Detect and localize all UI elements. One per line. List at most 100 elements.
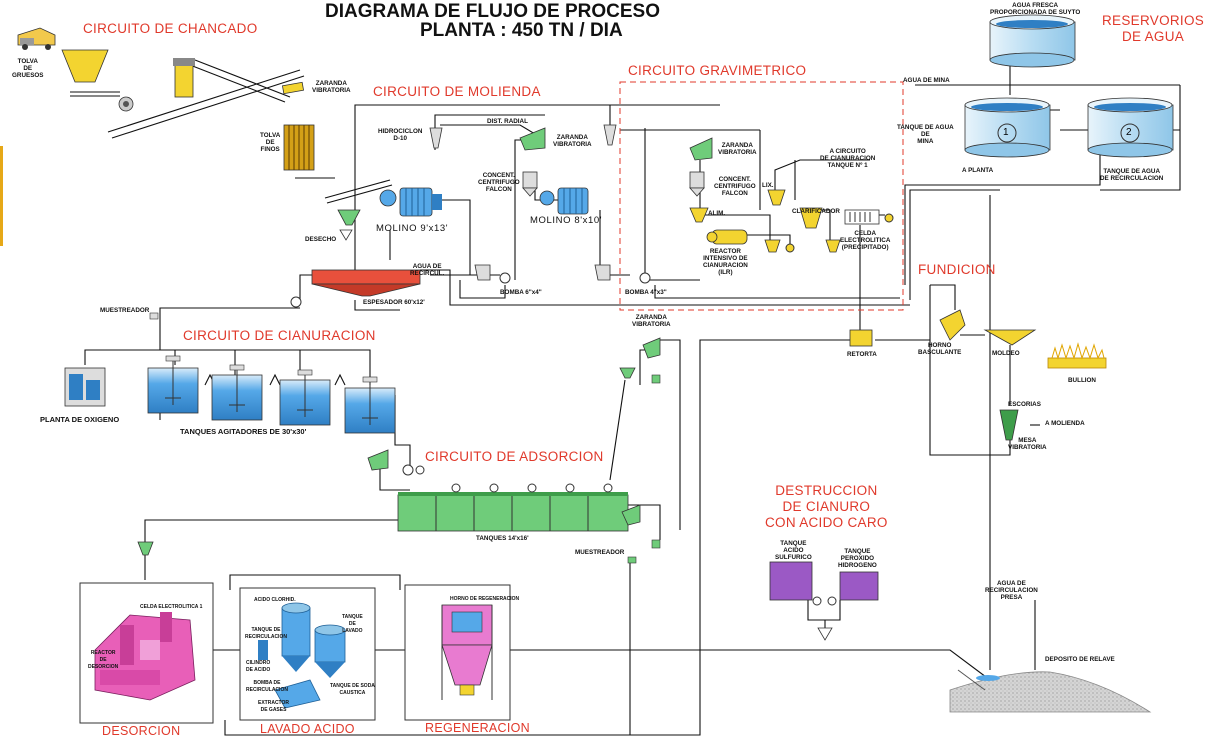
- reactor-ilr: [706, 229, 748, 245]
- blank-panel: [0, 142, 258, 262]
- label-tanque-soda: TANQUE DE SODA CAUSTICA: [330, 683, 375, 696]
- panel-edge: [0, 146, 3, 246]
- hidrociclon-1: [429, 127, 443, 149]
- label-agua-fresca: AGUA FRESCA PROPORCIONADA DE SUYTO: [990, 2, 1081, 16]
- label-falcon-1: CONCENT. CENTRIFUGO FALCON: [478, 172, 520, 193]
- label-celda-electro: CELDA ELECTROLITICA 1: [140, 604, 203, 610]
- label-lix: LIX.: [762, 182, 774, 189]
- zaranda-ads-2: [621, 504, 641, 526]
- moldeo: [983, 329, 1037, 346]
- muestreador-2-box: [627, 556, 637, 564]
- label-zaranda-2: ZARANDA VIBRATORIA: [553, 134, 592, 148]
- label-zaranda-3: ZARANDA VIBRATORIA: [718, 142, 757, 156]
- label-hidrociclon: HIDROCICLON D-10: [378, 128, 423, 142]
- reservoir-1: [964, 97, 1051, 158]
- label-a-circuito-cian: A CIRCUITO DE CIANURACION TANQUE Nº 1: [820, 148, 876, 169]
- section-chancado: CIRCUITO DE CHANCADO: [83, 21, 258, 36]
- planta-oxigeno: [64, 367, 106, 407]
- lix-cone: [767, 189, 786, 206]
- mesa-vibratoria: [999, 409, 1019, 441]
- sump-1: [474, 264, 491, 281]
- sump-2: [594, 264, 611, 281]
- label-zaranda-4: ZARANDA VIBRATORIA: [632, 314, 671, 328]
- desecho-cone: [337, 209, 361, 226]
- label-acido-clorhid: ACIDO CLORHID.: [254, 597, 296, 603]
- section-desorcion: DESORCION: [102, 724, 181, 738]
- lavado-equipment: [258, 602, 346, 709]
- zaranda-3: [689, 137, 713, 161]
- muestreador-1-box: [149, 312, 159, 320]
- reservoir-fresca: [989, 14, 1076, 68]
- label-horno-regen: HORNO DE REGENERACION: [450, 596, 520, 602]
- label-a-molienda: A MOLIENDA: [1045, 420, 1085, 427]
- tank-agitador-2: [211, 364, 263, 421]
- label-muestreador-1: MUESTREADOR: [100, 307, 150, 314]
- label-desecho: DESECHO: [305, 236, 337, 243]
- label-tanque-lavado: TANQUE DE LAVADO: [342, 614, 363, 634]
- espesador: [290, 269, 421, 308]
- reservoir-2: [1087, 97, 1174, 158]
- label-alim: ALIM.: [708, 210, 726, 217]
- diagram-title-line2: PLANTA : 450 TN / DIA: [420, 20, 623, 41]
- zaranda-4: [642, 337, 661, 359]
- label-planta-oxigeno: PLANTA DE OXIGENO: [40, 415, 120, 424]
- label-espesador: ESPESADOR 60'x12': [363, 299, 425, 306]
- truck-icon: [17, 27, 56, 50]
- tank-agitador-1: [147, 355, 199, 414]
- section-fundicion: FUNDICION: [918, 262, 996, 277]
- label-bomba-recirc: BOMBA DE RECIRCULACION: [246, 680, 288, 693]
- label-mesa-vib: MESA VIBRATORIA: [1008, 437, 1047, 451]
- label-celda: CELDA ELECTROLITICA (PRECIPITADO): [840, 230, 891, 251]
- label-horno: HORNO BASCULANTE: [918, 342, 962, 356]
- tolva-gruesos: [61, 49, 109, 83]
- label-molino-2: MOLINO 8'x10': [530, 215, 603, 226]
- label-cilindro-acido: CILINDRO DE ACIDO: [246, 660, 271, 673]
- celda-electrolitica: [844, 209, 894, 225]
- hidrociclon-2: [603, 124, 617, 146]
- label-tolva-finos: TOLVA DE FINOS: [260, 132, 281, 153]
- label-bomba-1: BOMBA 6"x4": [500, 289, 542, 296]
- tank-agitador-4: [344, 376, 396, 434]
- section-destruccion: DESTRUCCION DE CIANURO CON ACIDO CARO: [765, 483, 888, 530]
- label-a-planta: A PLANTA: [962, 167, 994, 174]
- label-retorta: RETORTA: [847, 351, 877, 358]
- tolva-finos: [283, 124, 315, 171]
- section-reservorios: RESERVORIOS DE AGUA: [1102, 13, 1205, 44]
- zaranda-2: [519, 127, 546, 151]
- diagram-title-line1: DIAGRAMA DE FLUJO DE PROCESO: [325, 1, 660, 22]
- gravimetric-boundary: [619, 81, 904, 311]
- tanque-peroxido: [839, 571, 879, 601]
- label-tanques-agit: TANQUES AGITADORES DE 30'x30': [180, 427, 307, 436]
- tanques-adsorcion: [397, 492, 629, 532]
- label-dist-radial: DIST. RADIAL: [487, 118, 528, 125]
- molino-2: [539, 187, 589, 215]
- label-reactor: REACTOR INTENSIVO DE CIANURACION (ILR): [703, 248, 748, 276]
- section-adsorcion: CIRCUITO DE ADSORCION: [425, 449, 604, 464]
- crusher: [118, 58, 195, 112]
- falcon-2: [689, 171, 705, 197]
- alim-cone: [689, 207, 709, 223]
- label-escorias: ESCORIAS: [1008, 401, 1041, 408]
- label-tanque-agua-mina: TANQUE DE AGUA DE MINA: [897, 124, 954, 145]
- tank-small: [764, 239, 781, 253]
- label-muestreador-2: MUESTREADOR: [575, 549, 625, 556]
- label-reactor-desorc: REACTOR DE DESORCION: [88, 650, 119, 670]
- regeneracion-equipment: [441, 604, 493, 700]
- tank-agitador-3: [279, 369, 331, 426]
- label-clarificador: CLARIFICADOR: [792, 208, 840, 215]
- label-tanques-ads: TANQUES 14'x16': [476, 535, 529, 542]
- label-deposito: DEPOSITO DE RELAVE: [1045, 656, 1115, 663]
- label-falcon-2: CONCENT. CENTRIFUGO FALCON: [714, 176, 756, 197]
- bomba-1: [499, 272, 511, 284]
- section-molienda: CIRCUITO DE MOLIENDA: [373, 84, 541, 99]
- label-tanque-acido: TANQUE ACIDO SULFURICO: [775, 540, 812, 561]
- tanque-acido-sulfurico: [769, 561, 813, 601]
- label-zaranda-1: ZARANDA VIBRATORIA: [312, 80, 351, 94]
- label-moldeo: MOLDEO: [992, 350, 1020, 357]
- bomba-2: [639, 272, 651, 284]
- section-cianuracion: CIRCUITO DE CIANURACION: [183, 328, 376, 343]
- label-tank-2: 2: [1126, 127, 1132, 138]
- falcon-1: [522, 171, 538, 197]
